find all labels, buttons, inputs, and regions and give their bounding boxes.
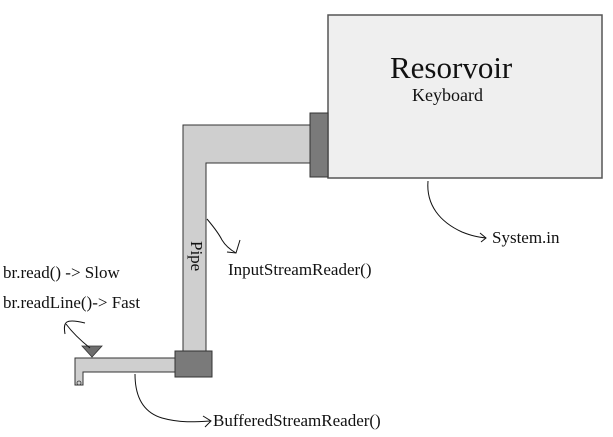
faucet-connector bbox=[174, 350, 213, 378]
readline-fast-label: br.readLine()-> Fast bbox=[3, 293, 141, 312]
faucet-drop bbox=[76, 380, 82, 386]
reservoir-title: Resorvoir bbox=[390, 50, 513, 85]
reservoir-connector bbox=[309, 112, 329, 178]
input-stream-reader-arrow bbox=[206, 218, 237, 254]
pipe bbox=[182, 124, 311, 353]
faucet bbox=[74, 357, 176, 386]
pipe-label: Pipe bbox=[187, 241, 206, 272]
reservoir-box bbox=[327, 14, 603, 179]
buffered-stream-reader-label: BufferedStreamReader() bbox=[213, 411, 381, 430]
buffered-stream-reader-arrow bbox=[134, 373, 211, 423]
valve-arrow bbox=[63, 320, 86, 335]
buffered-stream-reader-arrowhead bbox=[202, 415, 212, 428]
reservoir-subtitle: Keyboard bbox=[412, 85, 483, 105]
input-stream-reader-arrowhead bbox=[226, 239, 241, 254]
system-in-label: System.in bbox=[492, 228, 560, 247]
system-in-arrowhead bbox=[479, 232, 487, 243]
valve-arrow-line bbox=[65, 323, 91, 349]
read-slow-label: br.read() -> Slow bbox=[3, 263, 120, 282]
valve-icon bbox=[81, 345, 103, 358]
system-in-arrow bbox=[427, 180, 487, 239]
input-stream-reader-label: InputStreamReader() bbox=[228, 260, 372, 279]
